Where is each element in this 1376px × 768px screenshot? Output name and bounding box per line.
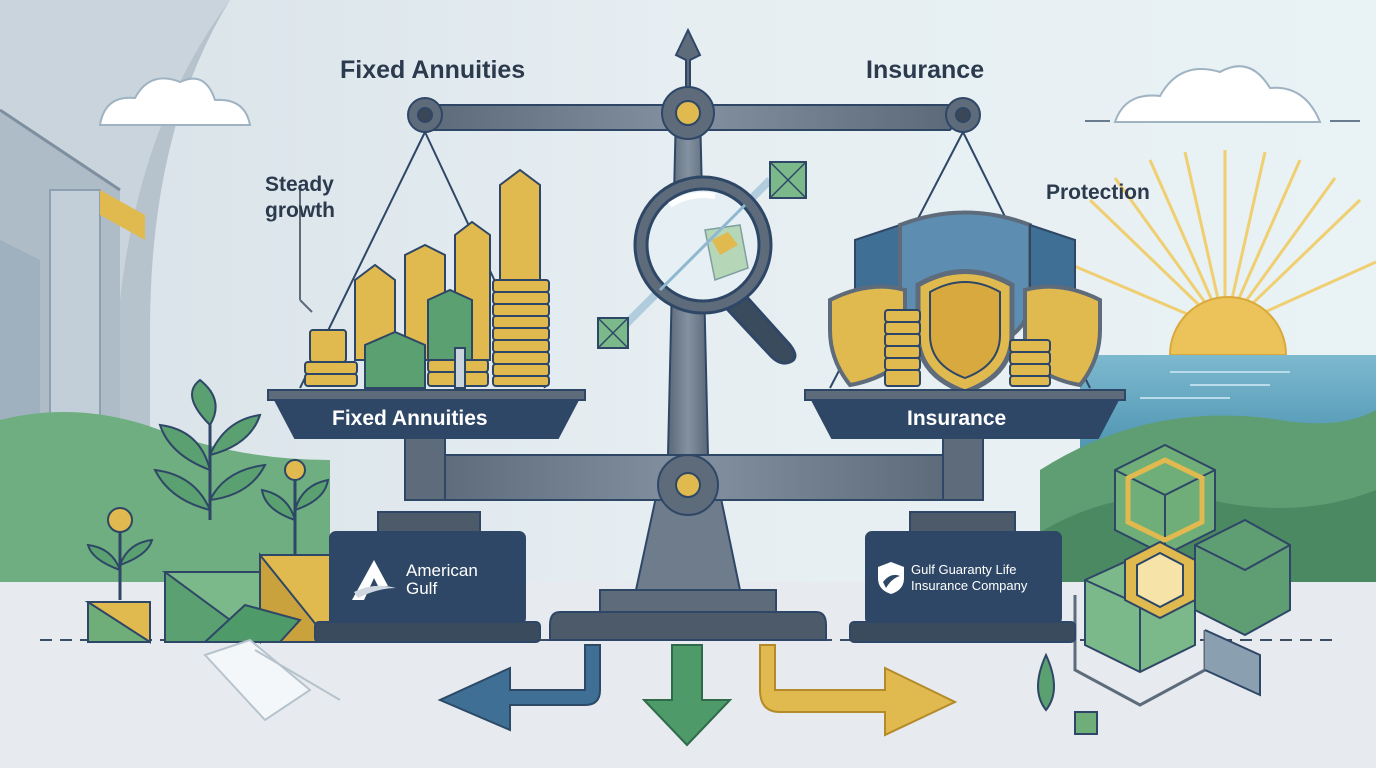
fixed-annuities-heading: Fixed Annuities: [340, 56, 526, 84]
left-pan: [267, 389, 586, 439]
american-gulf-mark-icon: [352, 560, 396, 600]
scale-top-beam: [407, 86, 981, 140]
left-pan-label: Fixed Annuities: [332, 407, 488, 430]
shield-icon: [828, 210, 1102, 395]
right-pedestal: [849, 511, 1076, 643]
arrow-left-icon: [437, 644, 601, 732]
cube-icon: [1073, 443, 1291, 735]
coin-stack-icon: [304, 279, 550, 387]
sun-icon: [1059, 150, 1376, 356]
american-gulf-line1: American: [406, 561, 478, 580]
leaf-icon: [86, 378, 330, 600]
magnifier-icon: [633, 175, 797, 365]
right-pan-label: Insurance: [907, 407, 1007, 430]
leaf-icon: [1037, 652, 1055, 712]
gulf-guaranty-logo: Gulf Guaranty Life Insurance Company: [876, 560, 1027, 596]
right-pan: [804, 389, 1126, 439]
arrow-down-icon: [641, 644, 733, 747]
arrow-right-icon: [759, 644, 958, 737]
scale-lower-beam: [404, 434, 984, 516]
steady-growth-label: Steady growth: [265, 173, 335, 222]
american-gulf-wordmark: American Gulf: [406, 562, 478, 598]
gulf-guaranty-line1: Gulf Guaranty Life: [911, 562, 1017, 577]
gulf-guaranty-shield-icon: [878, 562, 904, 594]
american-gulf-logo: American Gulf: [348, 556, 478, 604]
coin-stack-icon: [884, 309, 1051, 387]
left-pedestal: [314, 511, 541, 643]
insurance-heading: Insurance: [866, 56, 985, 84]
gulf-guaranty-wordmark: Gulf Guaranty Life Insurance Company: [911, 562, 1027, 594]
protection-label: Protection: [1046, 181, 1150, 204]
cloud-icon: [98, 65, 1322, 126]
american-gulf-line2: Gulf: [406, 579, 438, 598]
gulf-guaranty-line2: Insurance Company: [911, 578, 1028, 593]
